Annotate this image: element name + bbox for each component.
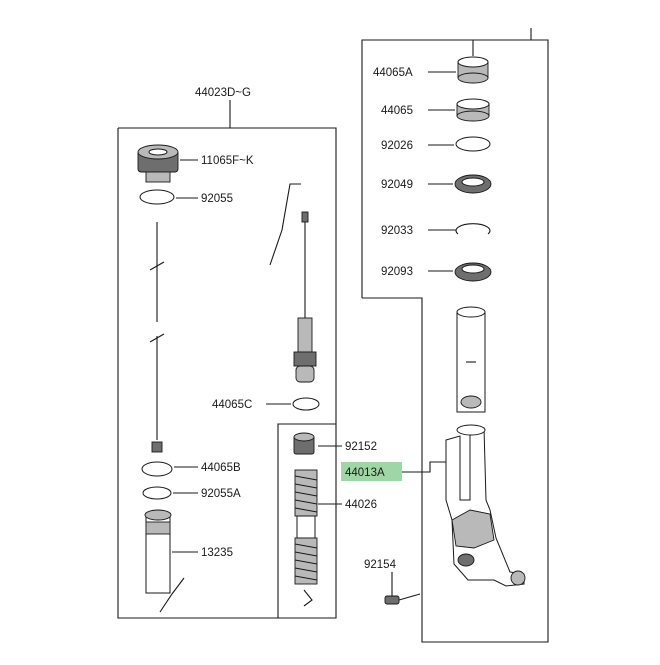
labels-right: 44065A 44065 92026 92049 92033 92093 bbox=[373, 67, 413, 278]
part-44065c-washer[interactable] bbox=[292, 397, 320, 411]
part-44065-bushing[interactable] bbox=[456, 98, 490, 122]
leader-lines bbox=[172, 71, 456, 596]
label-44013a[interactable]: 44013A bbox=[345, 467, 385, 479]
part-11065-cap-bolt[interactable] bbox=[137, 144, 179, 183]
label-92152: 92152 bbox=[345, 441, 377, 453]
label-44026: 44026 bbox=[345, 499, 377, 511]
label-44065a: 44065A bbox=[373, 67, 413, 79]
part-damper-rod-left[interactable] bbox=[149, 222, 165, 453]
label-44065c: 44065C bbox=[212, 399, 252, 411]
label-92055: 92055 bbox=[201, 193, 233, 205]
part-92152-nut[interactable] bbox=[293, 432, 315, 455]
left-group-frame bbox=[117, 100, 337, 619]
middle-group-frame bbox=[277, 423, 336, 618]
label-92049: 92049 bbox=[381, 179, 413, 191]
label-13235: 13235 bbox=[201, 547, 233, 559]
part-92026-washer[interactable] bbox=[455, 136, 491, 152]
part-44065a-bushing[interactable] bbox=[457, 40, 489, 84]
part-damper-rod-assembly[interactable] bbox=[269, 183, 317, 383]
labels-left: 44023D~G 11065F~K 92055 44065B 92055A 13… bbox=[195, 87, 254, 559]
part-92033-circlip[interactable] bbox=[455, 223, 491, 235]
label-92026: 92026 bbox=[381, 140, 413, 152]
label-92154: 92154 bbox=[364, 559, 397, 571]
label-44023: 44023D~G bbox=[195, 87, 251, 99]
part-92154-bolt[interactable] bbox=[384, 593, 421, 605]
label-44065b: 44065B bbox=[201, 462, 241, 474]
part-44026-spring[interactable] bbox=[294, 469, 318, 607]
part-92055a-o-ring[interactable] bbox=[142, 486, 172, 500]
part-44065b-washer[interactable] bbox=[141, 461, 173, 477]
highlight-44013a bbox=[341, 462, 402, 481]
part-92049-oil-seal[interactable] bbox=[454, 174, 492, 194]
label-11065: 11065F~K bbox=[201, 155, 254, 167]
label-92055a: 92055A bbox=[201, 488, 241, 500]
right-group-frame bbox=[361, 28, 549, 643]
part-92093-dust-seal[interactable] bbox=[454, 262, 492, 282]
labels-middle: 44065C 92152 44013A 44026 92154 bbox=[212, 399, 402, 571]
label-92033: 92033 bbox=[381, 225, 413, 237]
part-92055-o-ring[interactable] bbox=[139, 189, 175, 205]
part-44013a-outer-tube[interactable] bbox=[445, 424, 526, 587]
part-inner-fork-tube[interactable] bbox=[456, 306, 486, 413]
label-92093: 92093 bbox=[381, 266, 413, 278]
part-13235-cartridge-tube[interactable] bbox=[144, 509, 185, 613]
label-44065: 44065 bbox=[381, 105, 413, 117]
